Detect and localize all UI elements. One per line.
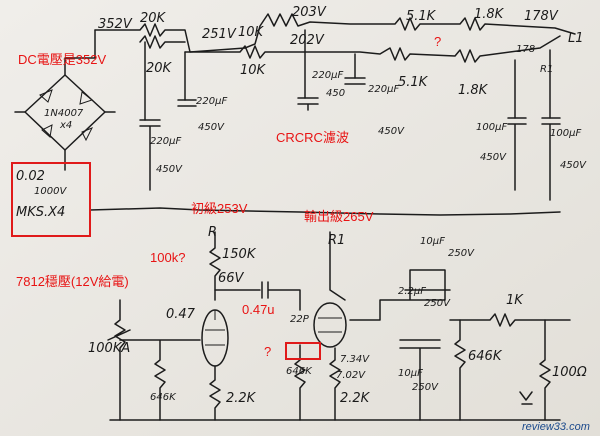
label-r5k1-a: 5.1K (406, 9, 437, 24)
label-c047: 0.47 (166, 307, 196, 322)
unknown-part-box (285, 342, 321, 360)
label-c100b-v: 450V (560, 160, 587, 171)
label-c10ua: 10μF (420, 236, 445, 247)
label-352v: 352V (98, 17, 133, 32)
label-r1k8-b: 1.8K (458, 83, 489, 98)
note-resistor-question: 100k? (150, 250, 185, 265)
label-c22u: 2.2μF (398, 286, 426, 297)
label-diode-part: 1N4007 (44, 108, 84, 119)
note-regulator: 7812穩壓(12V給電) (16, 274, 129, 289)
label-c220a-v: 450V (198, 122, 225, 133)
note-output-stage: 輸出級265V (304, 209, 374, 224)
label-diode-x4: x4 (59, 120, 72, 131)
label-r1k8-a: 1.8K (474, 7, 505, 22)
label-r20k-b: 20K (146, 61, 173, 76)
filter-capacitors (139, 77, 561, 201)
note-question-bottom: ? (264, 344, 271, 359)
label-r5k1-b: 5.1K (398, 75, 429, 90)
note-coupling-cap: 0.47u (242, 302, 275, 317)
note-first-stage: 初級253V (191, 201, 248, 216)
label-c100a: 100μF (476, 122, 507, 133)
label-c100a-v: 450V (480, 152, 507, 163)
label-c10ub: 10μF (398, 368, 423, 379)
tube-first-stage (201, 309, 229, 367)
label-r150k: 150K (222, 247, 257, 262)
label-202v: 202V (290, 33, 325, 48)
label-178v: 178V (524, 9, 559, 24)
label-c220d: 220μF (368, 84, 399, 95)
label-c10ub-v: 250V (412, 382, 439, 393)
label-bridge-cap: 0.02 (16, 169, 45, 184)
label-c220d-v: 450V (378, 126, 405, 137)
label-r100: 100Ω (552, 365, 587, 380)
label-702v: 7.02V (336, 370, 366, 381)
label-c220b: 220μF (150, 136, 181, 147)
label-c220a: 220μF (196, 96, 227, 107)
label-l1: L1 (568, 31, 584, 46)
rectifier-note-box (11, 162, 91, 237)
label-178: 178 (516, 44, 535, 55)
label-66v: 66V (218, 271, 245, 286)
label-r646k-b: 646K (286, 366, 313, 377)
label-c10ua-v: 250V (448, 248, 475, 259)
label-251v: 251V (202, 27, 237, 42)
label-203v: 203V (292, 5, 327, 20)
tube-output-stage (313, 302, 347, 348)
label-r1k: 1K (506, 293, 524, 308)
power-supply-section (14, 13, 576, 216)
label-c100b: 100μF (550, 128, 581, 139)
note-dc-voltage: DC電壓是352V (18, 52, 106, 67)
label-c220b-v: 450V (156, 164, 183, 175)
label-c22u-v: 250V (424, 298, 451, 309)
label-diodes: MKS.X4 (16, 205, 65, 220)
label-c22p: 22P (290, 314, 310, 325)
note-crcrc-filter: CRCRC濾波 (276, 130, 349, 145)
amplifier-section (107, 231, 571, 421)
note-question-top: ? (434, 34, 441, 49)
label-r1-bottom: R1 (328, 233, 345, 248)
label-r-first: R (208, 225, 217, 240)
label-r646k-a: 646K (150, 392, 177, 403)
label-c220c: 220μF (312, 70, 343, 81)
label-r1-top: R1 (540, 64, 553, 75)
label-r20k-a: 20K (140, 11, 167, 26)
label-r10k-a: 10K (238, 25, 265, 40)
label-r646k-c: 646K (468, 349, 503, 364)
label-r10k-b: 10K (240, 63, 267, 78)
label-r2k2-b: 2.2K (340, 391, 371, 406)
site-watermark: review33.com (522, 421, 590, 433)
label-bridge-cap-v: 1000V (34, 186, 67, 197)
label-r100ka: 100KA (88, 341, 130, 356)
bridge-rectifier (14, 29, 116, 171)
label-734v: 7.34V (340, 354, 370, 365)
label-r2k2-a: 2.2K (226, 391, 257, 406)
label-c220c-v: 450 (326, 88, 345, 99)
